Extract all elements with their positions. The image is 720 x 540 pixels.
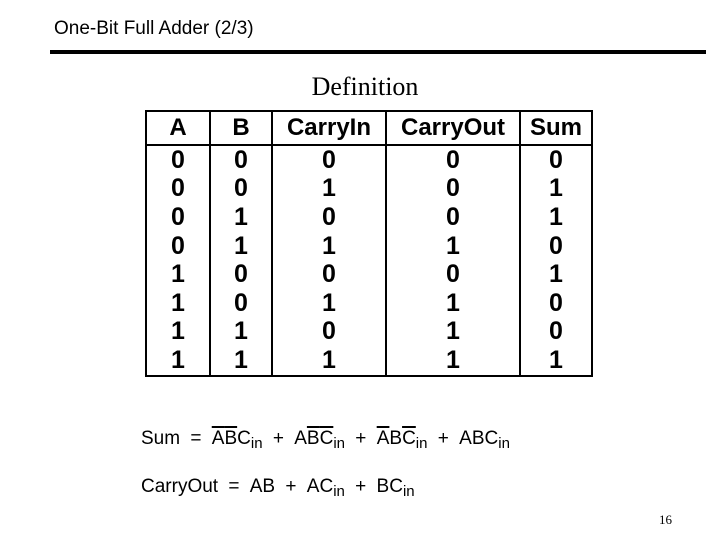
table-cell-sum: 1 <box>519 346 593 376</box>
table-cell-b: 0 <box>209 288 273 318</box>
column-header-a: A <box>145 110 211 146</box>
table-cell-b: 0 <box>209 174 273 204</box>
table-cell-carryout: 0 <box>385 203 521 232</box>
table-cell-carryout: 1 <box>385 317 521 347</box>
plus-sign: + <box>355 428 367 449</box>
equals-sign: = <box>190 428 202 449</box>
literal-a-not: A <box>376 428 390 449</box>
table-cell-carryout: 0 <box>385 260 521 289</box>
table-cell-a: 1 <box>145 346 211 376</box>
table-cell-sum: 1 <box>519 174 593 204</box>
carry-term-3: BCin <box>377 476 415 500</box>
table-cell-b: 1 <box>209 317 273 347</box>
literal-subscript: in <box>402 483 415 500</box>
title-divider <box>50 50 706 54</box>
slide-title: One-Bit Full Adder (2/3) <box>54 18 254 39</box>
carry-term-2-letters: AC <box>306 476 334 497</box>
table-cell-sum: 0 <box>519 288 593 318</box>
table-cell-b: 1 <box>209 203 273 232</box>
table-cell-a: 1 <box>145 317 211 347</box>
carry-term-3-letters: BC <box>376 476 403 497</box>
table-cell-a: 1 <box>145 288 211 318</box>
sum-term-2: ABCin <box>294 428 345 452</box>
table-cell-sum: 1 <box>519 203 593 232</box>
literal-c: C <box>484 428 499 449</box>
literal-c-not: C <box>319 428 334 449</box>
sum-equation-lhs: Sum <box>141 428 181 449</box>
table-cell-carryin: 1 <box>271 174 387 204</box>
table-cell-carryout: 1 <box>385 288 521 318</box>
sum-term-1: ABCin <box>212 428 263 452</box>
table-cell-a: 1 <box>145 260 211 289</box>
literal-subscript: in <box>415 435 428 452</box>
page-number: 16 <box>659 512 672 527</box>
literal-b: B <box>389 428 403 449</box>
column-header-sum: Sum <box>519 110 593 146</box>
literal-subscript: in <box>333 435 346 452</box>
sum-term-3: ABCin <box>377 428 428 452</box>
plus-sign: + <box>437 428 449 449</box>
table-cell-carryout: 0 <box>385 145 521 175</box>
literal-subscript: in <box>333 483 345 500</box>
table-cell-a: 0 <box>145 231 211 261</box>
equals-sign: = <box>228 476 240 497</box>
table-cell-carryin: 0 <box>271 260 387 289</box>
table-cell-b: 1 <box>209 231 273 261</box>
plus-sign: + <box>285 476 297 497</box>
literal-a: A <box>294 428 307 449</box>
table-cell-a: 0 <box>145 174 211 204</box>
table-cell-carryin: 1 <box>271 288 387 318</box>
table-cell-carryin: 1 <box>271 346 387 376</box>
table-cell-a: 0 <box>145 145 211 175</box>
literal-c: C <box>237 428 251 449</box>
plus-sign: + <box>272 428 284 449</box>
sum-term-4: ABCin <box>459 428 510 452</box>
table-cell-sum: 0 <box>519 231 593 261</box>
table-cell-carryin: 0 <box>271 145 387 175</box>
table-cell-sum: 0 <box>519 145 593 175</box>
plus-sign: + <box>355 476 367 497</box>
table-cell-b: 0 <box>209 145 273 175</box>
carryout-equation-lhs: CarryOut <box>141 476 219 497</box>
table-cell-carryin: 0 <box>271 203 387 232</box>
literal-subscript: in <box>498 435 510 452</box>
literal-b-not: B <box>224 428 238 449</box>
table-header-row: A B CarryIn CarryOut Sum <box>145 110 593 146</box>
section-heading: Definition <box>311 72 419 101</box>
table-cell-b: 1 <box>209 346 273 376</box>
carry-term-1: AB <box>249 476 276 497</box>
column-header-b: B <box>209 110 273 146</box>
table-cell-sum: 1 <box>519 260 593 289</box>
literal-a-not: A <box>211 428 225 449</box>
column-header-carryout: CarryOut <box>385 110 521 146</box>
table-cell-carryin: 0 <box>271 317 387 347</box>
table-cell-b: 0 <box>209 260 273 289</box>
literal-subscript: in <box>250 435 263 452</box>
literal-b: B <box>471 428 485 449</box>
table-cell-sum: 0 <box>519 317 593 347</box>
table-cell-carryout: 0 <box>385 174 521 204</box>
column-header-carryin: CarryIn <box>271 110 387 146</box>
literal-a: A <box>459 428 472 449</box>
literal-c-not: C <box>402 428 416 449</box>
carry-term-2: ACin <box>307 476 345 500</box>
table-cell-carryin: 1 <box>271 231 387 261</box>
table-cell-a: 0 <box>145 203 211 232</box>
table-cell-carryout: 1 <box>385 346 521 376</box>
literal-b-not: B <box>306 428 320 449</box>
sum-equation: Sum = ABCin + ABCin + ABCin + ABCin <box>141 428 510 452</box>
table-cell-carryout: 1 <box>385 231 521 261</box>
carryout-equation: CarryOut = AB + ACin + BCin <box>141 476 415 500</box>
